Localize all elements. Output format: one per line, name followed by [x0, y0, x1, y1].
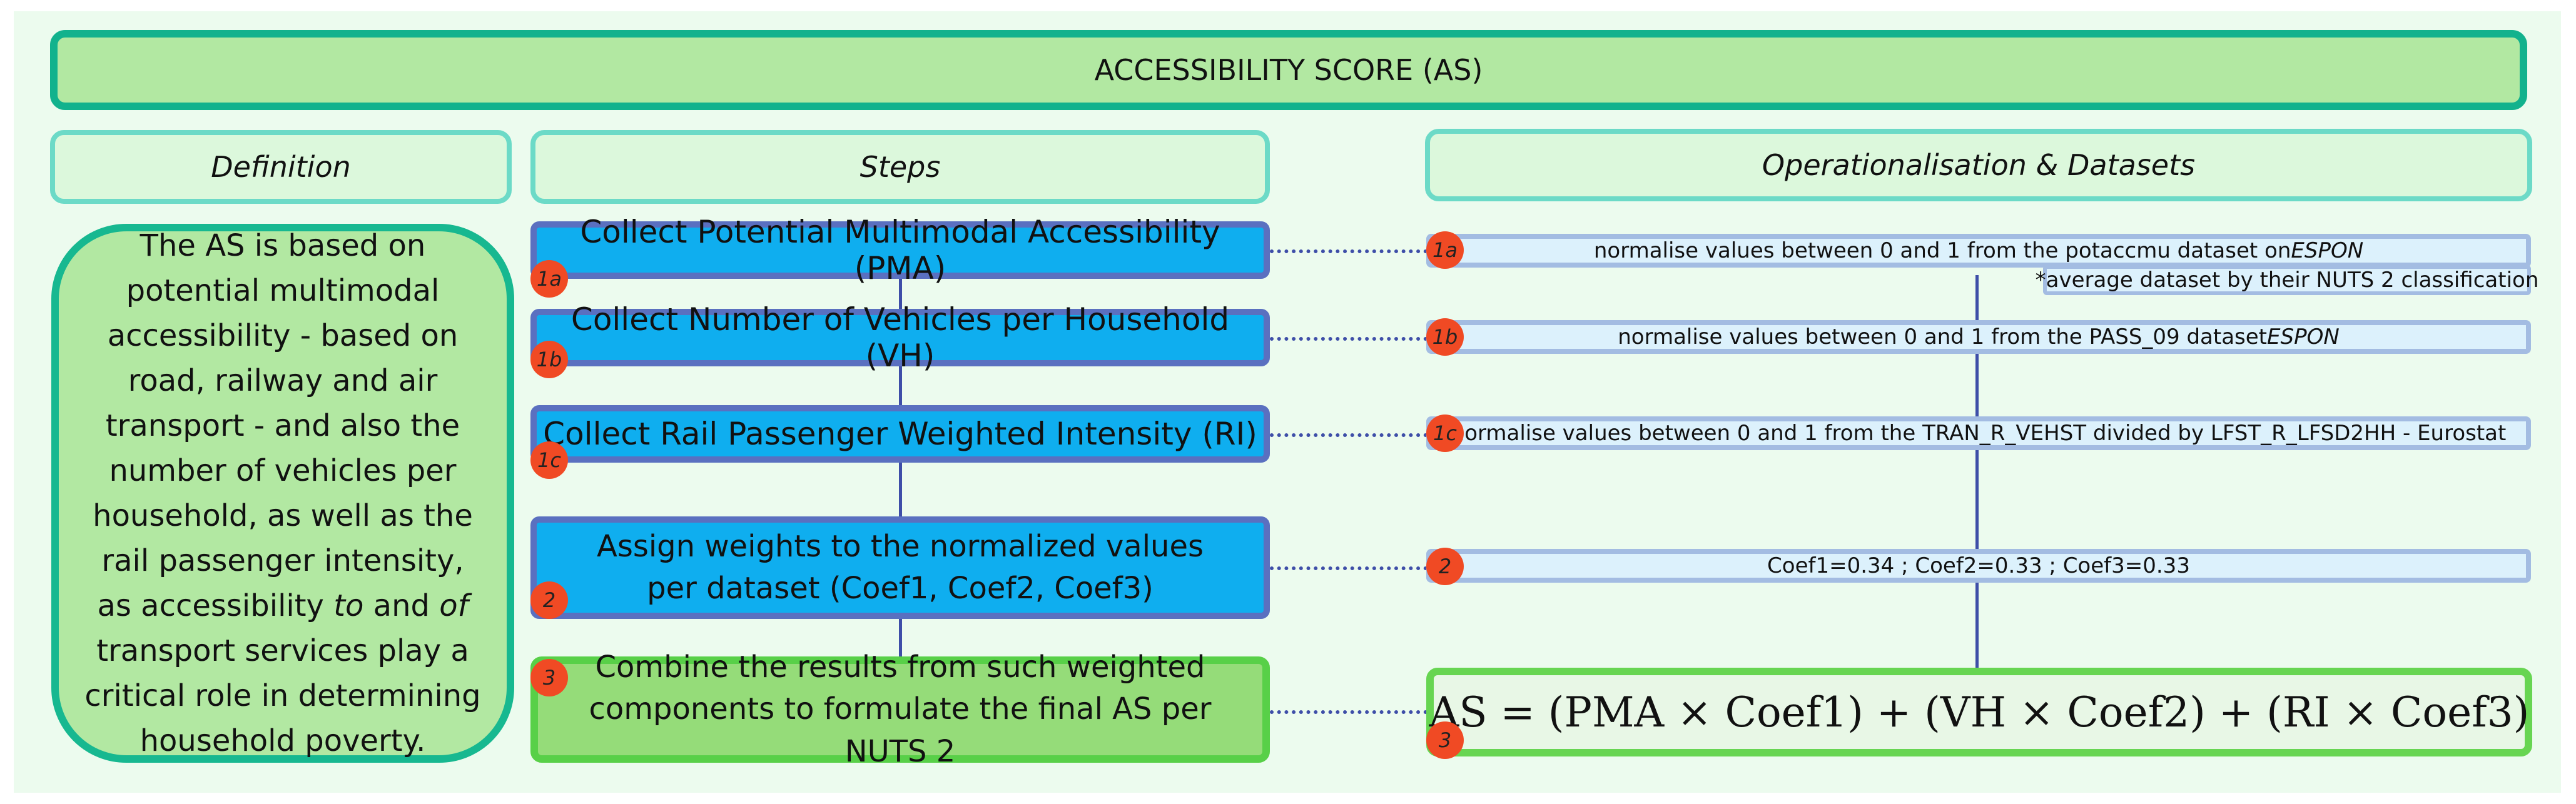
- diagram-title: ACCESSIBILITY SCORE (AS): [50, 30, 2527, 110]
- formula-box: AS = (PMA × Coef1) + (VH × Coef2) + (RI …: [1426, 668, 2532, 756]
- definition-word-to: to: [333, 588, 364, 623]
- op-1b-text: normalise values between 0 and 1 from th…: [1618, 324, 2268, 349]
- step-1b-label: Collect Number of Vehicles per Household…: [570, 301, 1230, 374]
- definition-word-of: of: [439, 588, 469, 623]
- dotted-link-1c: [1270, 433, 1427, 437]
- definition-paragraph: The AS is based on potential multimodal …: [81, 223, 484, 763]
- step-1b-badge: 1b: [530, 341, 568, 378]
- steps-header: Steps: [530, 130, 1270, 204]
- op-2-badge: 2: [1426, 548, 1464, 585]
- op-1a-box: normalise values between 0 and 1 from th…: [1426, 234, 2531, 268]
- step-1a-box: Collect Potential Multimodal Accessibili…: [530, 214, 1270, 286]
- step-1a-badge: 1a: [530, 260, 568, 298]
- op-1a-badge: 1a: [1426, 231, 1464, 269]
- operationalisation-connector: [1975, 275, 1979, 675]
- definition-text-part-1: The AS is based on potential multimodal …: [93, 228, 473, 623]
- op-1c-box: normalise values between 0 and 1 from th…: [1426, 416, 2531, 450]
- dotted-link-1a: [1270, 249, 1427, 253]
- step-3-box: Combine the results from such weighted c…: [530, 650, 1270, 769]
- definition-header: Definition: [50, 130, 512, 204]
- step-1c-box: Collect Rail Passenger Weighted Intensit…: [530, 405, 1270, 463]
- formula-badge: 3: [1426, 721, 1464, 759]
- dotted-link-1b: [1270, 337, 1427, 341]
- step-1b-box: Collect Number of Vehicles per Household…: [530, 301, 1270, 374]
- op-1a-text: normalise values between 0 and 1 from th…: [1593, 238, 2291, 263]
- formula-text: AS = (PMA × Coef1) + (VH × Coef2) + (RI …: [1429, 688, 2530, 736]
- op-1b-badge: 1b: [1426, 318, 1464, 356]
- step-1c-label: Collect Rail Passenger Weighted Intensit…: [543, 416, 1257, 452]
- steps-connector: [899, 275, 902, 675]
- op-2-box: Coef1=0.34 ; Coef2=0.33 ; Coef3=0.33: [1426, 549, 2531, 583]
- definition-text-part-2: transport services play a critical role …: [84, 633, 481, 758]
- step-2-label: Assign weights to the normalized values …: [596, 528, 1204, 606]
- op-1b-box: normalise values between 0 and 1 from th…: [1426, 320, 2531, 354]
- operationalisation-header: Operationalisation & Datasets: [1425, 129, 2532, 201]
- step-2-box: Assign weights to the normalized values …: [530, 516, 1270, 619]
- op-2-text: Coef1=0.34 ; Coef2=0.33 ; Coef3=0.33: [1767, 553, 2190, 578]
- dotted-link-2: [1270, 566, 1427, 570]
- definition-text: The AS is based on potential multimodal …: [51, 224, 514, 763]
- definition-word-and: and: [363, 588, 440, 623]
- op-1b-source: ESPON: [2267, 324, 2340, 349]
- step-1a-label: Collect Potential Multimodal Accessibili…: [580, 214, 1220, 286]
- op-1a-note: *average dataset by their NUTS 2 classif…: [2036, 265, 2538, 295]
- step-3-label: Combine the results from such weighted c…: [589, 650, 1212, 769]
- op-1c-badge: 1c: [1426, 415, 1464, 452]
- step-2-badge: 2: [530, 581, 568, 619]
- op-1a-source: ESPON: [2291, 238, 2364, 263]
- step-1c-badge: 1c: [530, 441, 568, 479]
- dotted-link-3: [1270, 710, 1427, 714]
- step-3-badge: 3: [530, 659, 568, 696]
- op-1c-text: normalise values between 0 and 1 from th…: [1451, 421, 2507, 446]
